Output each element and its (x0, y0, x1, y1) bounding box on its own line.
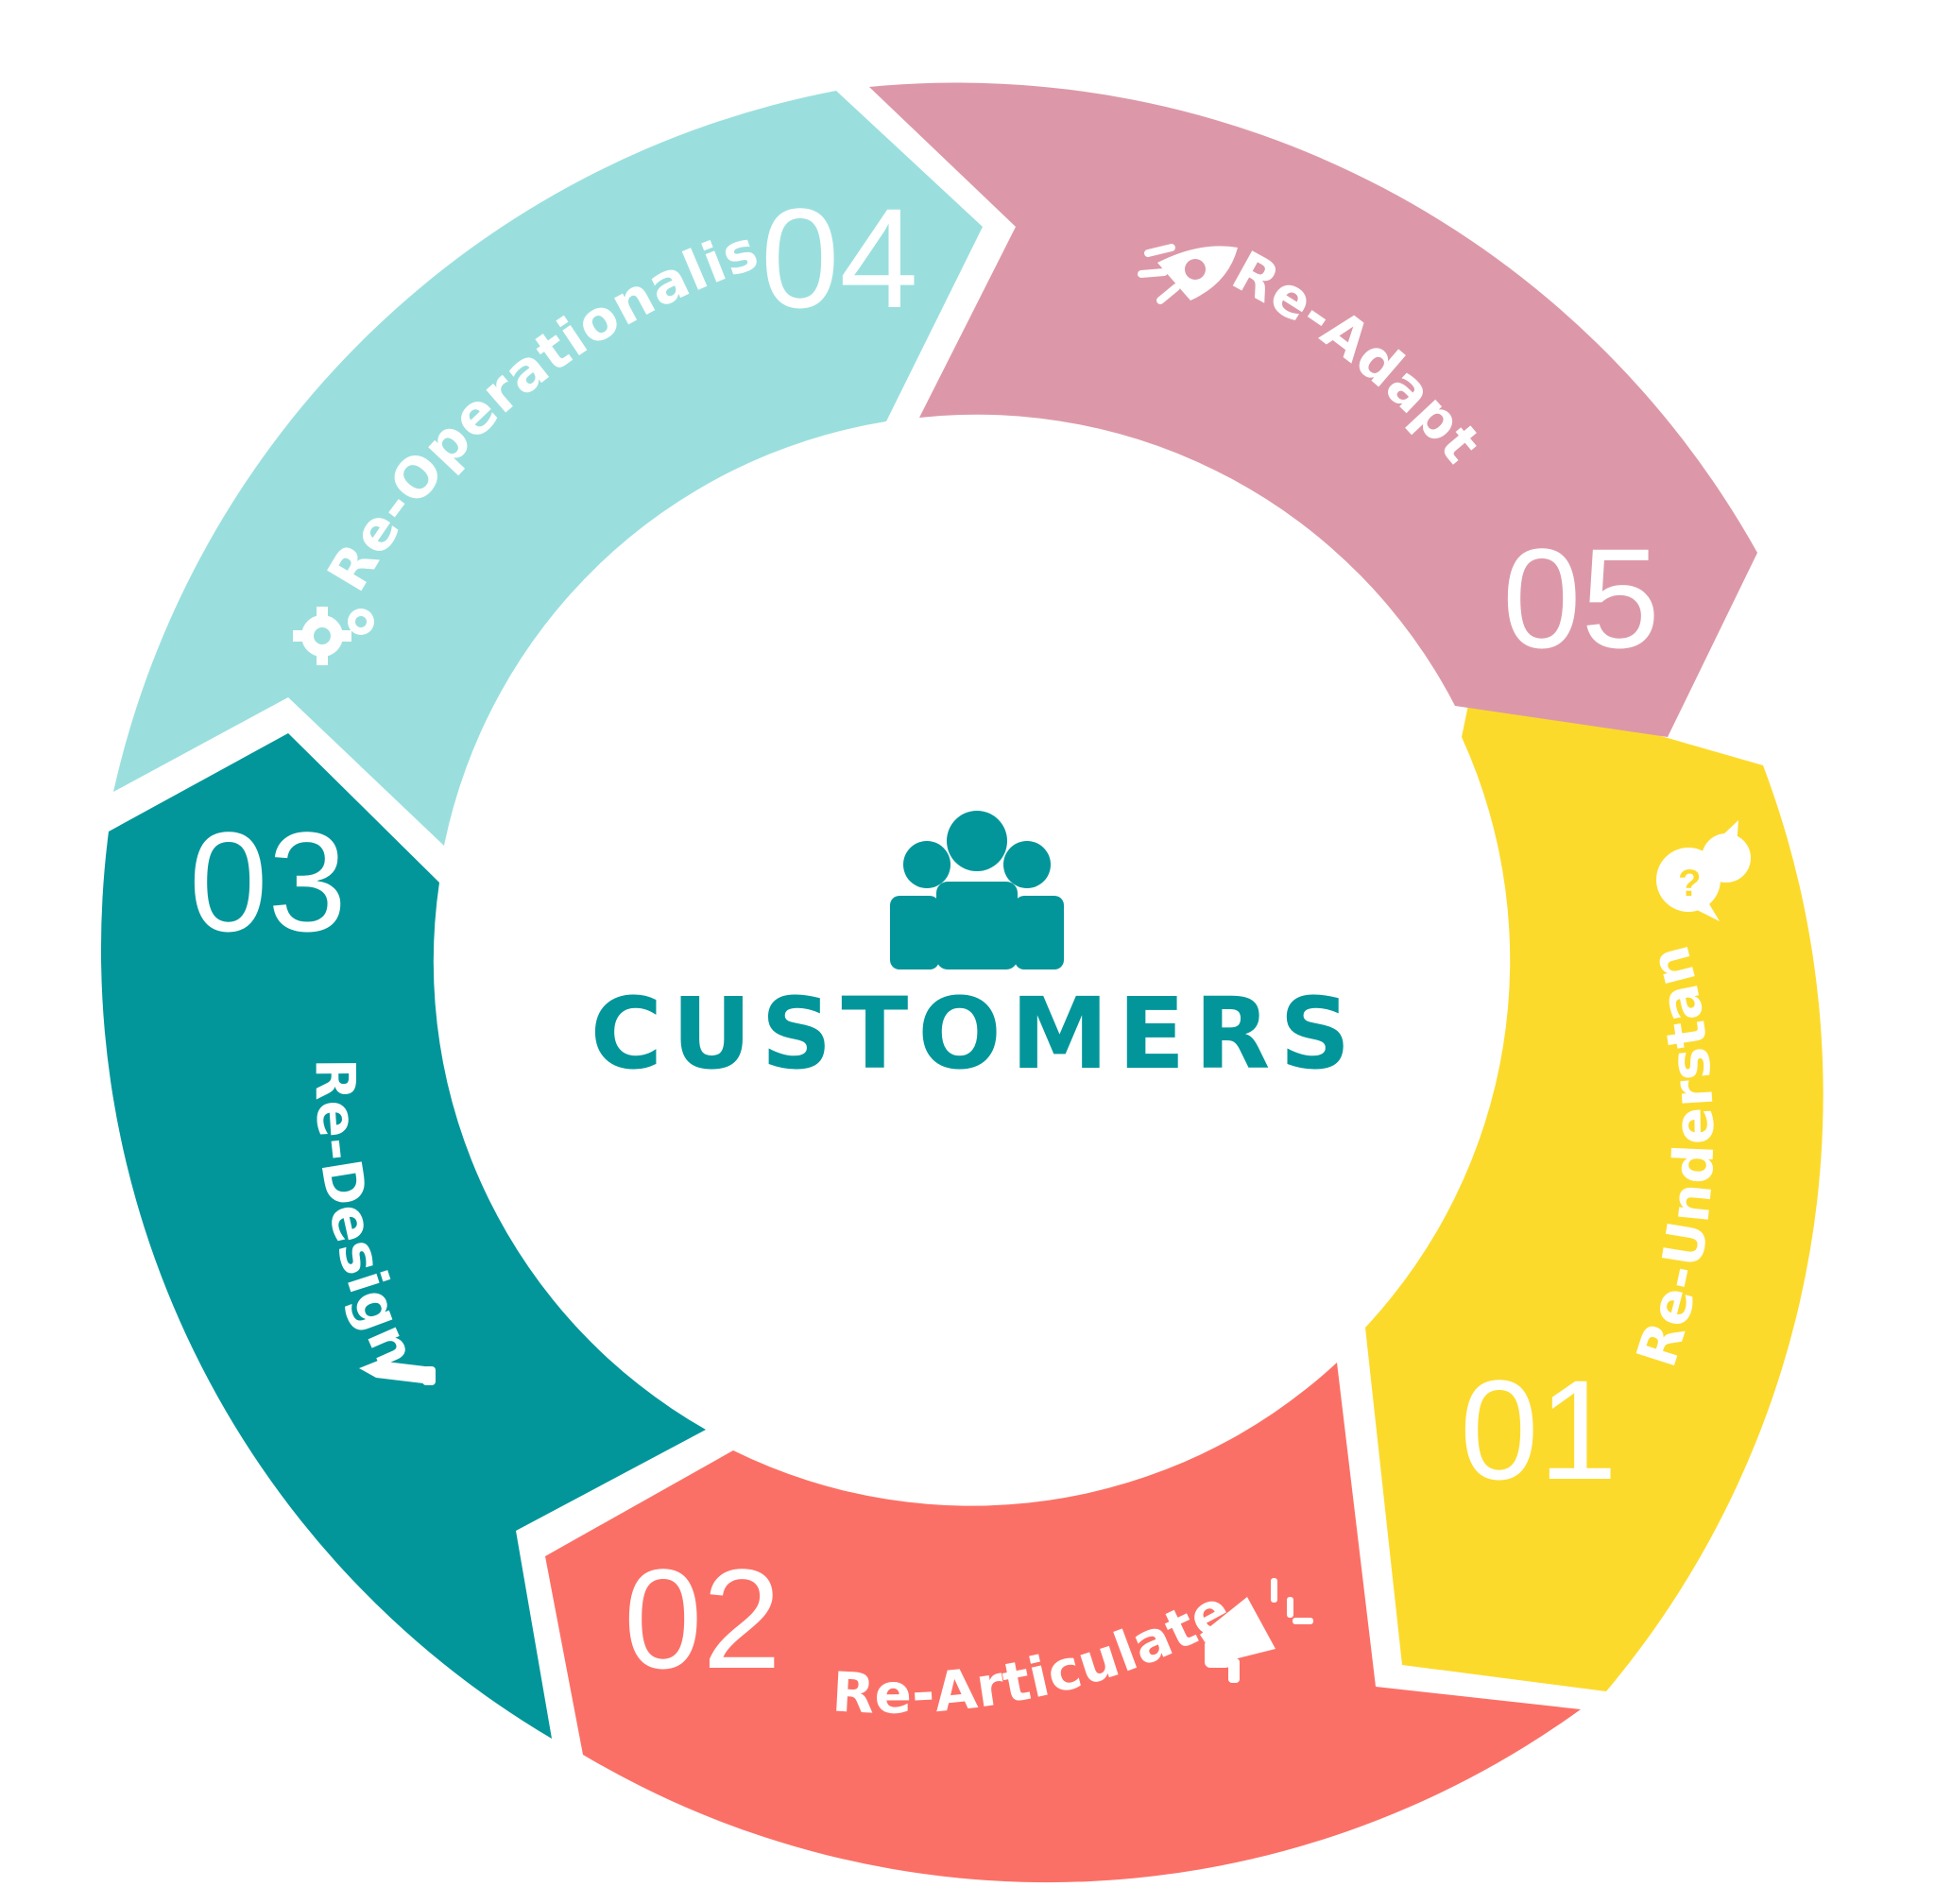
stage-segment-05 (869, 82, 1757, 737)
question-speech-bubble-icon: ? (1656, 820, 1751, 921)
stage-number-05: 05 (1502, 519, 1660, 678)
pencil-icon (359, 1361, 436, 1385)
svg-text:?: ? (1678, 863, 1701, 904)
megaphone-icon (1200, 1578, 1313, 1683)
stage-segment-01 (1365, 682, 1824, 1691)
stage-number-04: 04 (761, 179, 918, 337)
stage-segment-02 (545, 1363, 1581, 1883)
stage-number-03: 03 (189, 802, 347, 961)
rocket-icon (1138, 244, 1238, 304)
stage-number-02: 02 (624, 1539, 781, 1698)
stage-segment-04 (113, 91, 983, 846)
gears-icon (293, 607, 374, 665)
stage-segment-03 (100, 733, 707, 1739)
people-group-icon (890, 811, 1064, 969)
stage-number-01: 01 (1460, 1350, 1618, 1509)
center-title: CUSTOMERS (591, 976, 1361, 1091)
